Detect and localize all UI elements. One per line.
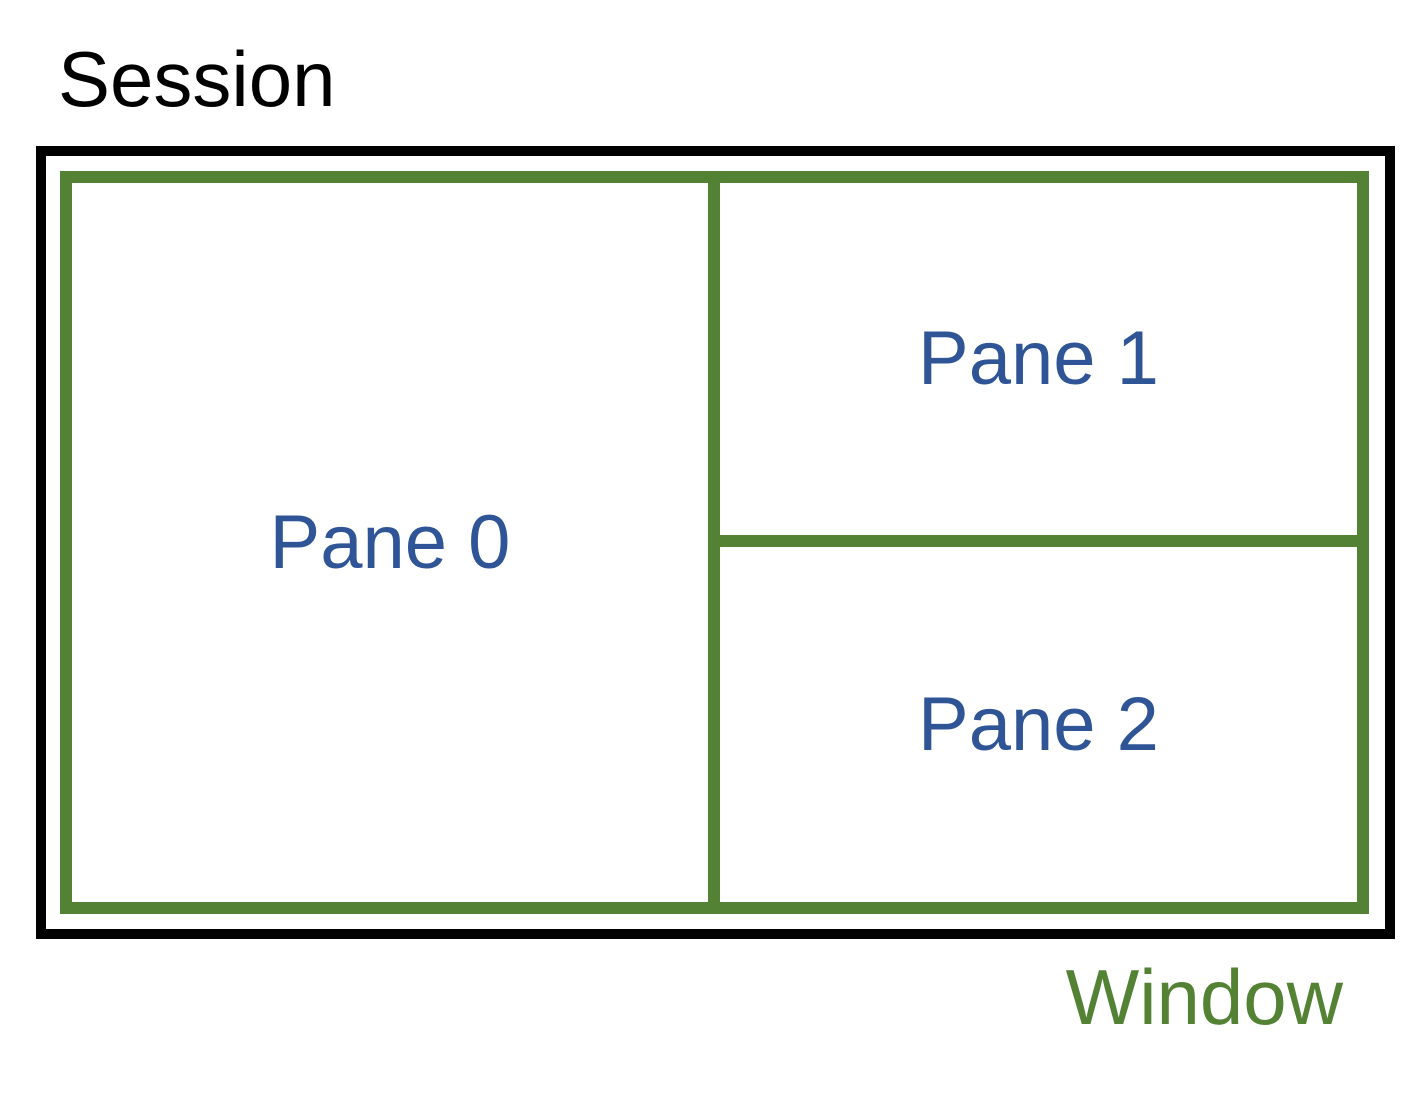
window-label: Window <box>1065 953 1343 1041</box>
pane-2: Pane 2 <box>720 547 1357 902</box>
pane-2-label: Pane 2 <box>918 681 1159 767</box>
session-container <box>36 146 1395 939</box>
session-label: Session <box>58 35 336 123</box>
horizontal-pane-divider <box>708 535 1369 547</box>
pane-0-label: Pane 0 <box>269 499 511 585</box>
pane-0: Pane 0 <box>72 183 708 902</box>
pane-1: Pane 1 <box>720 183 1357 535</box>
pane-1-label: Pane 1 <box>918 316 1159 401</box>
